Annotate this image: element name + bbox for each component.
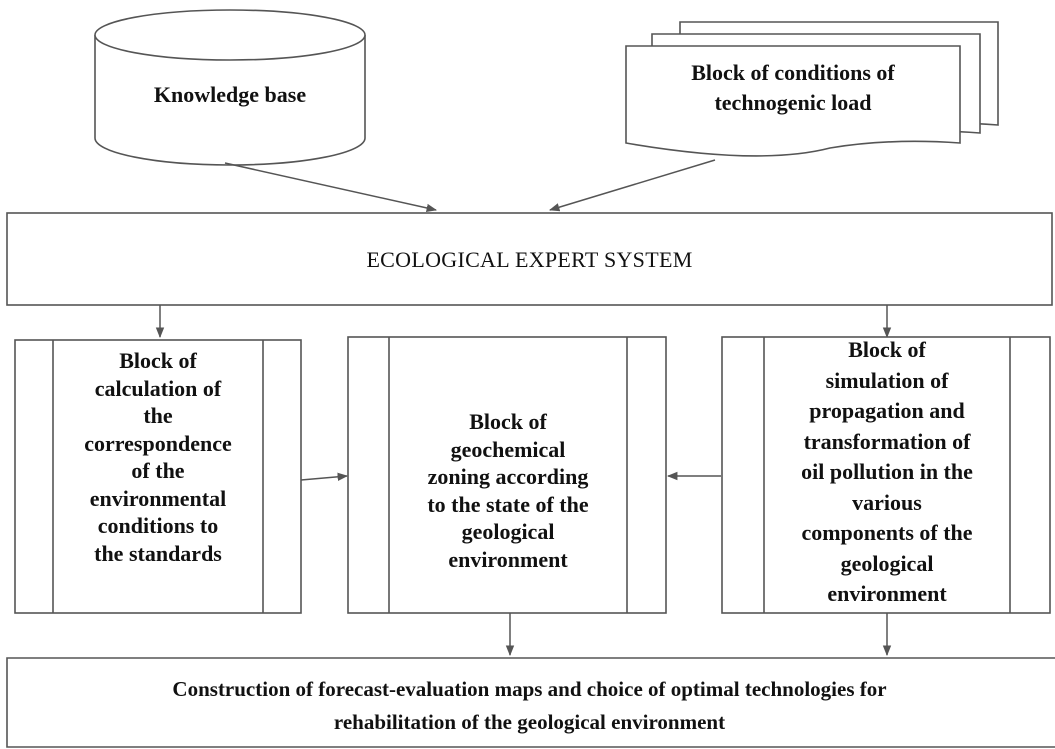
middle-process-box: [347, 336, 667, 614]
left-process-box: [14, 339, 302, 614]
expert-system-title: ECOLOGICAL EXPERT SYSTEM: [366, 247, 693, 272]
knowledge-base-cylinder: [94, 9, 366, 166]
middle-block-label: Block of geochemical zoning according to…: [427, 409, 589, 572]
left-block-label: Block of calculation of the corresponden…: [84, 348, 232, 566]
conditions-block-label: Block of conditions of technogenic load: [691, 60, 895, 115]
right-block-label: Block of simulation of propagation and t…: [801, 337, 973, 606]
conditions-document-stack: [625, 21, 999, 157]
right-process-box: [721, 336, 1051, 614]
expert-system-box: [6, 212, 1053, 306]
arrow-left-to-middle: [300, 472, 349, 482]
output-block-label: Construction of forecast-evaluation maps…: [172, 677, 887, 734]
arrow-knowledge-to-expert: [224, 162, 438, 213]
output-box: [6, 657, 1055, 748]
arrow-conditions-to-expert: [548, 159, 716, 212]
knowledge-base-label: Knowledge base: [153, 82, 307, 107]
